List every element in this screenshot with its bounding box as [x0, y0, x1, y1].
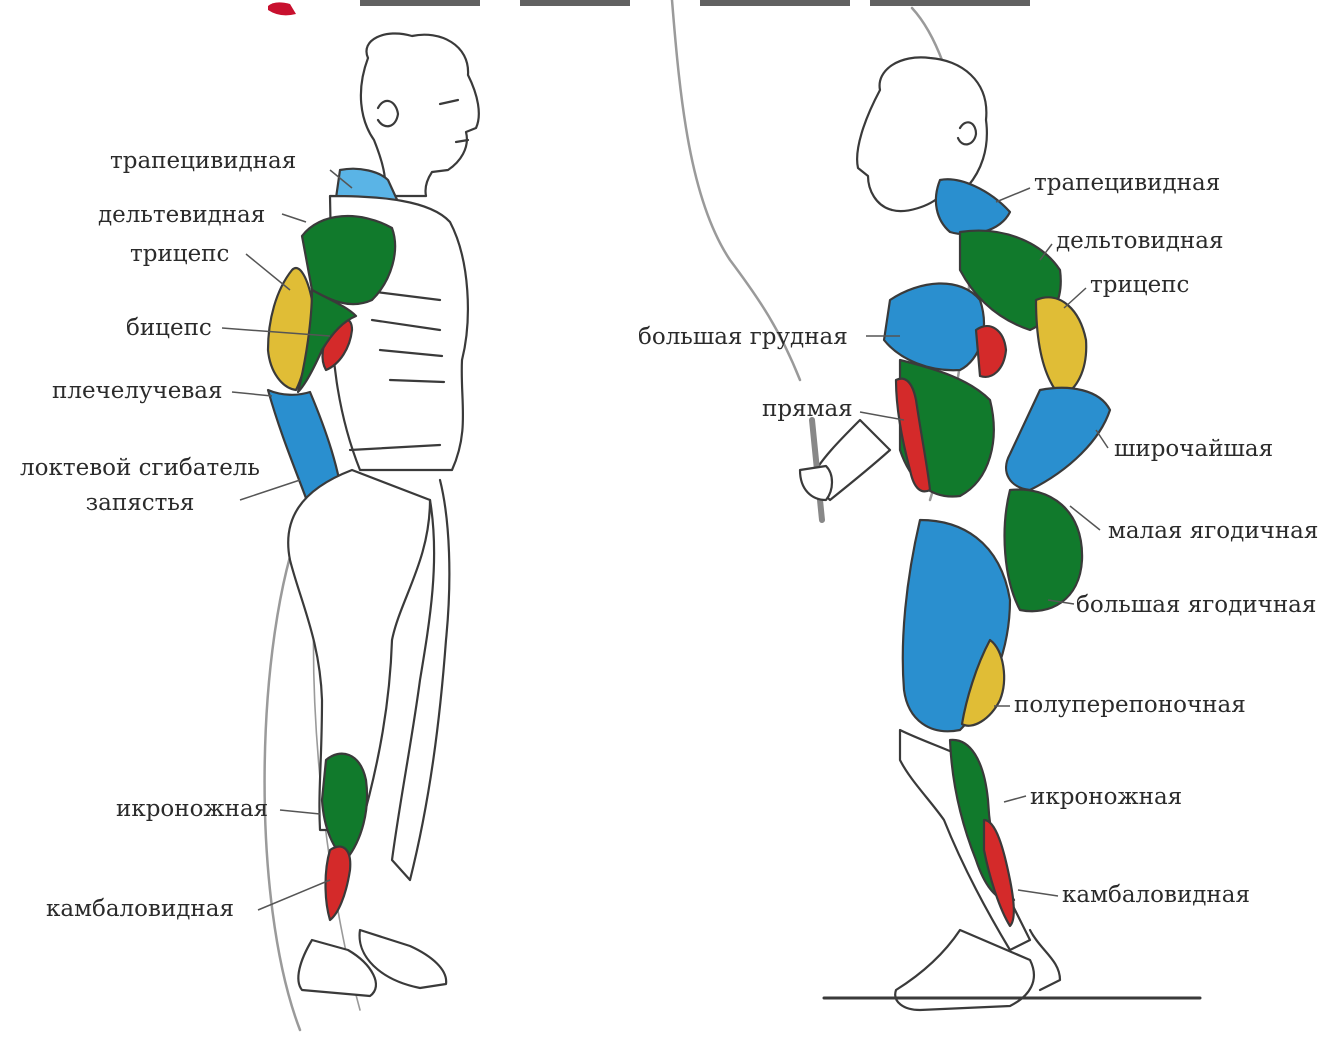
label-right-deltoid: дельтовидная: [1056, 228, 1223, 255]
label-left-ulnar-flexor-line1: локтевой сгибатель: [8, 455, 272, 482]
label-right-gluteus-minimus: малая ягодичная: [1108, 518, 1318, 545]
label-left-brachioradialis: плечелучевая: [52, 378, 223, 405]
label-right-pectoralis: большая грудная: [638, 324, 848, 351]
label-left-gastrocnemius: икроножная: [116, 796, 268, 823]
label-left-biceps: бицепс: [126, 315, 212, 342]
right-figure: [672, 0, 1200, 1010]
label-left-soleus: камбаловидная: [46, 896, 234, 923]
label-right-semimembranosus: полуперепоночная: [1014, 692, 1246, 719]
label-left-deltoid: дельтевидная: [98, 202, 265, 229]
label-left-triceps: трицепс: [130, 241, 229, 268]
label-right-triceps: трицепс: [1090, 272, 1189, 299]
label-right-gluteus-maximus: большая ягодичная: [1076, 592, 1316, 619]
label-right-latissimus: широчайшая: [1114, 436, 1273, 463]
left-figure: [265, 33, 479, 1030]
label-right-trapezius: трапецивидная: [1034, 170, 1220, 197]
label-left-trapezius: трапецивидная: [110, 148, 296, 175]
label-left-ulnar-flexor-line2: запястья: [8, 490, 272, 517]
label-right-rectus: прямая: [762, 396, 853, 423]
label-right-soleus: камбаловидная: [1062, 882, 1250, 909]
label-left-ulnar-flexor: локтевой сгибатель запястья: [8, 455, 272, 517]
label-right-gastrocnemius: икроножная: [1030, 784, 1182, 811]
